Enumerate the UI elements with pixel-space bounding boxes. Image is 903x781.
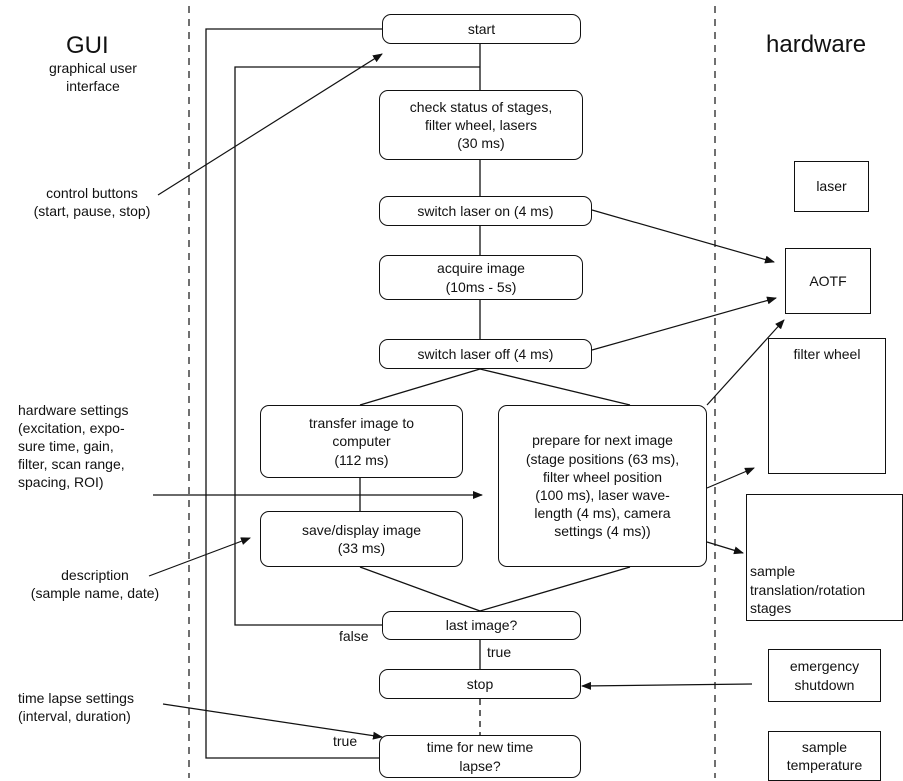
sample-temperature-box: sample temperature bbox=[768, 731, 881, 781]
stages-box: sample translation/rotation stages bbox=[746, 494, 903, 621]
flow-split-left bbox=[359, 368, 481, 406]
hardware-settings-label: hardware settings (excitation, expo- sur… bbox=[18, 402, 129, 490]
save-display-image-box: save/display image (33 ms) bbox=[260, 511, 463, 567]
stages-label: sample translation/rotation stages bbox=[750, 563, 866, 616]
arrow-control-buttons bbox=[157, 53, 383, 196]
arrow-laser-on-to-aotf bbox=[591, 209, 775, 264]
flow-split-right bbox=[479, 368, 631, 406]
aotf-box: AOTF bbox=[785, 248, 871, 314]
description-label: description (sample name, date) bbox=[30, 567, 160, 601]
start-box: start bbox=[382, 14, 581, 44]
true-label-last-image: true bbox=[487, 644, 512, 660]
false-label: false bbox=[339, 628, 369, 644]
check-status-box: check status of stages, filter wheel, la… bbox=[379, 90, 583, 160]
gui-subtitle: graphical user interface bbox=[49, 60, 137, 94]
emergency-shutdown-box: emergency shutdown bbox=[768, 649, 881, 702]
hardware-title: hardware bbox=[766, 31, 867, 58]
filter-wheel-label: filter wheel bbox=[793, 346, 861, 362]
arrow-prepare-to-filter bbox=[706, 467, 755, 489]
last-image-decision-box: last image? bbox=[382, 611, 581, 640]
arrow-description bbox=[148, 537, 251, 577]
arrow-laser-off-to-aotf bbox=[591, 296, 777, 351]
acquire-image-box: acquire image (10ms - 5s) bbox=[379, 255, 583, 300]
flow-merge-left bbox=[359, 566, 481, 612]
true-label-time-lapse: true bbox=[333, 733, 358, 749]
switch-laser-on-box: switch laser on (4 ms) bbox=[379, 196, 592, 226]
flow-merge-right bbox=[479, 566, 631, 612]
time-lapse-settings-label: time lapse settings (interval, duration) bbox=[18, 690, 134, 724]
time-lapse-decision-box: time for new time lapse? bbox=[379, 735, 581, 778]
stop-box: stop bbox=[379, 669, 581, 699]
prepare-next-image-box: prepare for next image (stage positions … bbox=[498, 405, 707, 567]
transfer-image-box: transfer image to computer (112 ms) bbox=[260, 405, 463, 478]
gui-title: GUI bbox=[66, 32, 109, 59]
arrow-emergency-to-stop bbox=[581, 681, 753, 690]
arrow-prepare-to-stages bbox=[706, 541, 744, 555]
laser-box: laser bbox=[794, 161, 869, 212]
flow-true-loop bbox=[205, 28, 382, 759]
arrow-prepare-to-laser bbox=[706, 319, 785, 406]
filter-wheel-box: filter wheel bbox=[768, 338, 886, 474]
control-buttons-label: control buttons (start, pause, stop) bbox=[33, 185, 151, 219]
arrow-time-lapse bbox=[162, 703, 383, 740]
switch-laser-off-box: switch laser off (4 ms) bbox=[379, 339, 592, 369]
flow-false-loop bbox=[234, 66, 480, 626]
